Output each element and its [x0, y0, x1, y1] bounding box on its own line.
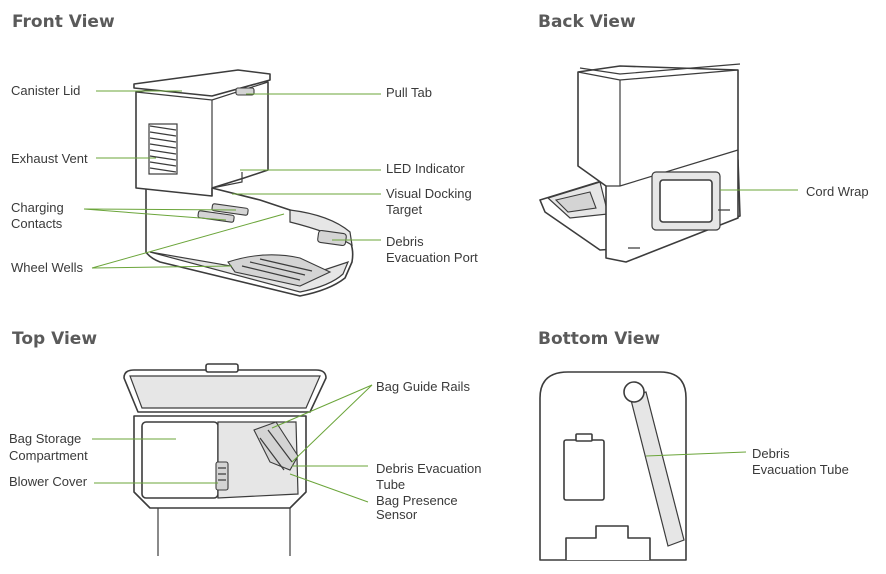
label-wheel-wells: Wheel Wells	[11, 260, 84, 275]
back-view-title: Back View	[538, 12, 636, 32]
label-bag-storage-line2: Compartment	[9, 448, 88, 463]
label-charging-contacts-line1: Charging	[11, 200, 64, 215]
label-visual-docking-line2: Target	[386, 202, 423, 217]
label-debris-port-line2: Evacuation Port	[386, 250, 478, 265]
front-view-drawing	[133, 69, 354, 297]
label-charging-contacts-line2: Contacts	[11, 216, 63, 231]
label-led-indicator: LED Indicator	[386, 161, 465, 176]
label-debris-tube-line1: Debris Evacuation	[376, 461, 482, 476]
label-exhaust-vent: Exhaust Vent	[11, 151, 88, 166]
label-debris-port-line1: Debris	[386, 234, 424, 249]
top-view-drawing	[123, 363, 327, 556]
label-blower-cover: Blower Cover	[9, 474, 88, 489]
bottom-view-drawing	[539, 371, 687, 561]
label-bottom-debris-tube-line2: Evacuation Tube	[752, 462, 849, 477]
front-view-title: Front View	[12, 12, 115, 32]
label-bottom-debris-tube-line1: Debris	[752, 446, 790, 461]
label-bag-guide-rails: Bag Guide Rails	[376, 379, 470, 394]
label-debris-tube-line2: Tube	[376, 477, 406, 492]
leader-lines	[83, 90, 798, 503]
bottom-view-title: Bottom View	[538, 329, 661, 349]
label-visual-docking-line1: Visual Docking	[386, 186, 472, 201]
label-bag-sensor-line2: Sensor	[376, 507, 418, 522]
label-pull-tab: Pull Tab	[386, 85, 433, 100]
top-view-title: Top View	[12, 329, 98, 349]
label-canister-lid: Canister Lid	[11, 83, 81, 98]
label-bag-storage-line1: Bag Storage	[9, 431, 82, 446]
back-view-drawing	[539, 63, 741, 263]
label-cord-wrap: Cord Wrap	[806, 184, 869, 199]
label-bag-sensor-line1: Bag Presence	[376, 493, 458, 508]
